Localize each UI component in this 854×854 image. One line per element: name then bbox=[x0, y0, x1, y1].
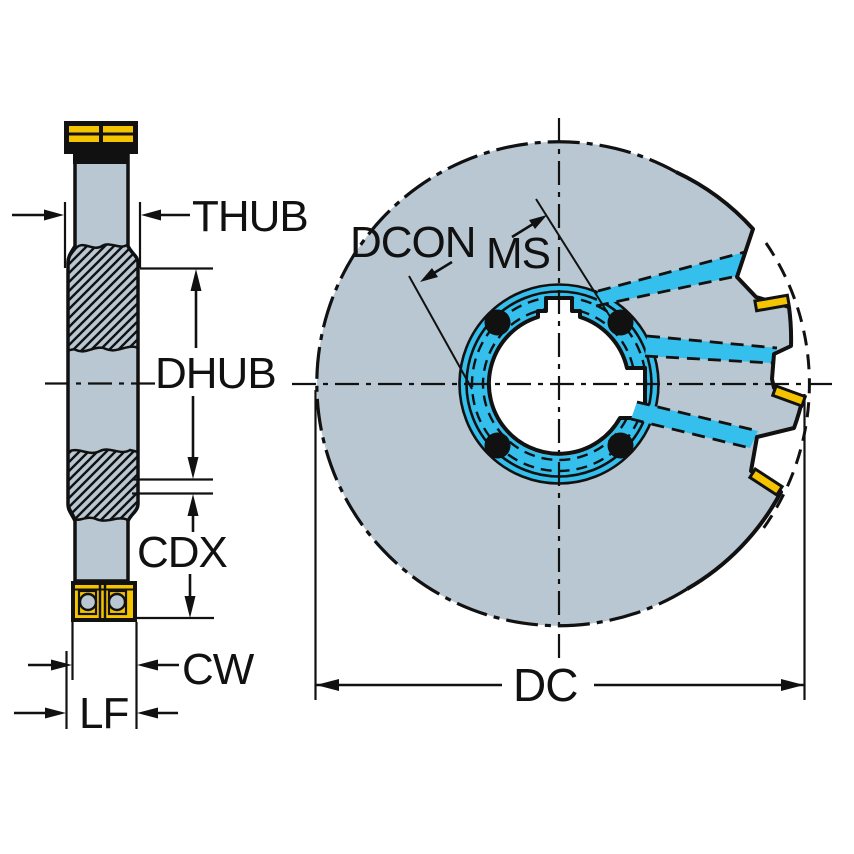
dim-cw bbox=[28, 622, 179, 729]
dim-cdx bbox=[132, 492, 214, 620]
dc-arc bbox=[758, 242, 811, 534]
hub-hatch-upper bbox=[66, 243, 140, 353]
dim-dhub bbox=[132, 267, 213, 481]
leader-ms bbox=[511, 198, 617, 327]
dim-lf bbox=[14, 651, 178, 729]
dim-thub bbox=[12, 202, 190, 268]
dim-label-cdx: CDX bbox=[137, 528, 228, 577]
dim-label-dcon: DCON bbox=[350, 218, 476, 267]
labels: THUB DHUB CDX CW LF DCON MS DC bbox=[79, 192, 578, 738]
mounting-hole bbox=[484, 309, 511, 336]
dim-label-dc: DC bbox=[513, 659, 577, 711]
center-bore bbox=[486, 296, 647, 456]
insert-screw-hole bbox=[78, 592, 98, 612]
mounting-hole bbox=[484, 432, 511, 459]
mounting-hole bbox=[607, 309, 634, 336]
dim-label-lf: LF bbox=[79, 689, 128, 738]
mounting-hole bbox=[607, 432, 634, 459]
dim-label-dhub: DHUB bbox=[155, 349, 276, 398]
dimensions bbox=[12, 198, 806, 729]
insert-1 bbox=[753, 293, 791, 313]
coolant-channel bbox=[645, 336, 777, 363]
coolant-channel bbox=[631, 402, 758, 448]
insert-3 bbox=[747, 467, 785, 497]
top-insert-block bbox=[64, 121, 138, 164]
side-view bbox=[64, 121, 140, 622]
dim-dc bbox=[314, 390, 806, 700]
coolant-channel bbox=[596, 252, 745, 306]
coolant-channels bbox=[595, 250, 778, 450]
dim-label-thub: THUB bbox=[192, 192, 308, 241]
dim-label-cw: CW bbox=[182, 645, 255, 694]
dim-label-ms: MS bbox=[486, 229, 550, 278]
insert-screw-hole bbox=[107, 592, 127, 612]
body-chain-outline bbox=[315, 140, 688, 628]
leader-dcon bbox=[408, 260, 473, 390]
hub-hatch-lower bbox=[66, 448, 140, 522]
bottom-insert-block bbox=[71, 581, 137, 622]
centerlines bbox=[45, 118, 833, 658]
